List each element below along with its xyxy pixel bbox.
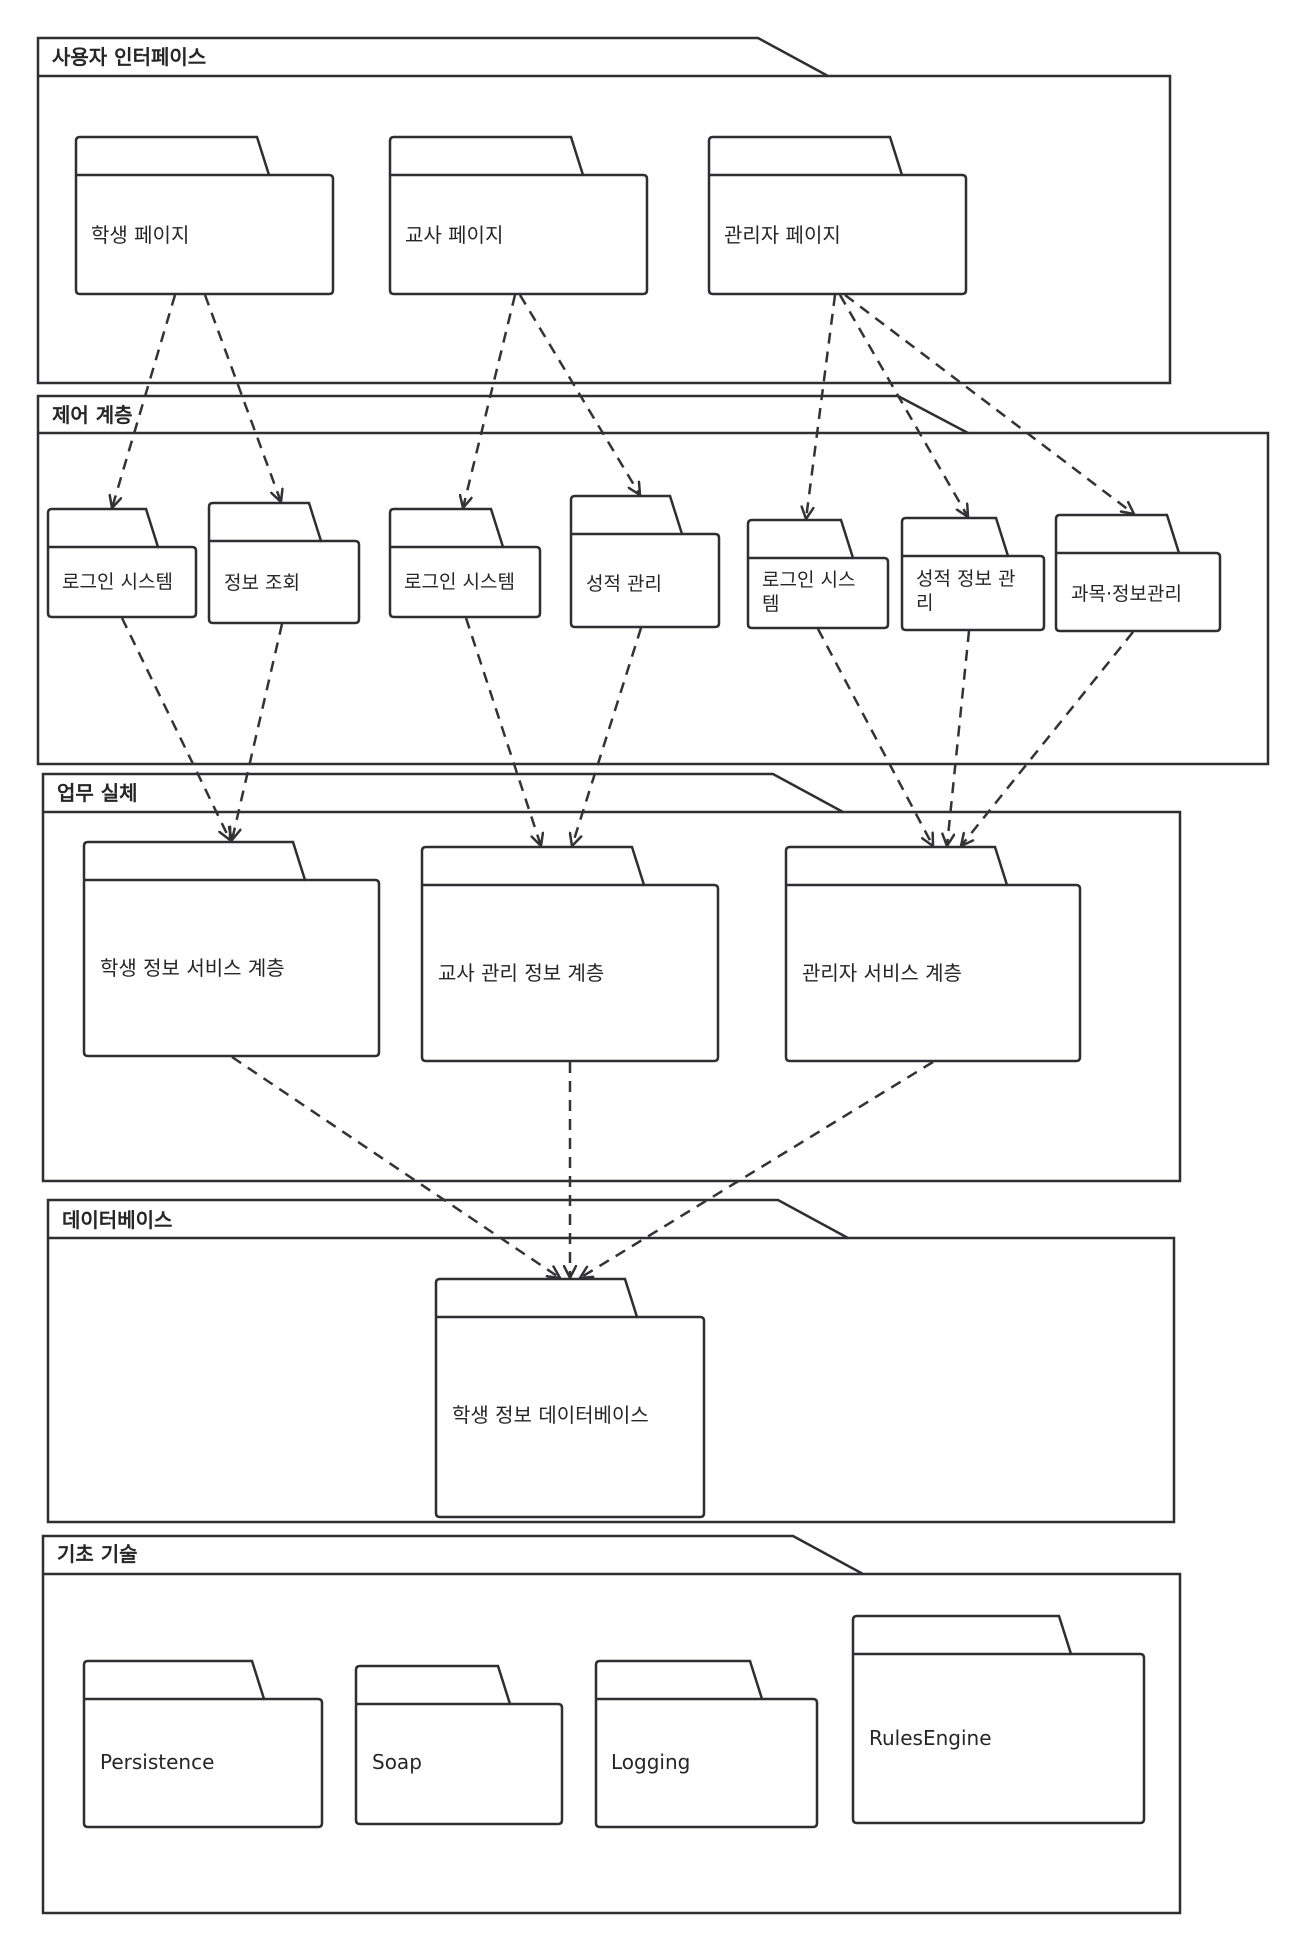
layer-title: 데이터베이스: [62, 1208, 172, 1232]
package-teacher-service: 교사 관리 정보 계층: [420, 845, 720, 1063]
package-label: 과목·정보관리: [1071, 583, 1182, 605]
package-label: 로그인 시스템: [404, 571, 515, 593]
package-label: 로그인 시스템: [62, 571, 173, 593]
package-outline: [46, 507, 198, 619]
layer-title: 기초 기술: [57, 1542, 138, 1566]
package-outline: [354, 1664, 564, 1826]
package-outline: [569, 494, 721, 629]
package-logging: Logging: [594, 1659, 819, 1829]
package-outline: [594, 1659, 819, 1829]
package-label: 학생 정보 서비스 계층: [100, 956, 285, 980]
package-label: 리: [916, 592, 933, 614]
dependency-course-info-mgmt-to-admin-service: [961, 631, 1134, 846]
package-label: 로그인 시스: [762, 569, 855, 591]
dependency-admin-page-to-course-info-mgmt: [844, 294, 1134, 514]
package-label: Persistence: [100, 1750, 214, 1774]
package-outline: [851, 1614, 1146, 1825]
package-label: 학생 정보 데이터베이스: [452, 1403, 649, 1427]
package-label: Logging: [611, 1750, 690, 1774]
package-outline: [207, 501, 361, 625]
package-persistence: Persistence: [82, 1659, 324, 1829]
package-label: 템: [762, 593, 779, 615]
package-grade-info-mgmt: 성적 정보 관리: [900, 516, 1046, 632]
layer-title: 사용자 인터페이스: [52, 45, 206, 69]
package-outline: [82, 1659, 324, 1829]
dependency-login-admin-to-admin-service: [816, 628, 933, 846]
package-student-db: 학생 정보 데이터베이스: [434, 1277, 706, 1519]
package-label: 관리자 페이지: [724, 223, 841, 247]
package-label: 성적 관리: [586, 573, 662, 595]
dependency-teacher-page-to-grade-mgmt: [518, 294, 640, 495]
package-label: 관리자 서비스 계층: [802, 961, 962, 985]
package-label: 학생 페이지: [91, 223, 189, 247]
package-login-teacher: 로그인 시스템: [388, 507, 542, 619]
dependency-grade-info-mgmt-to-admin-service: [947, 630, 971, 846]
package-outline: [434, 1277, 706, 1519]
package-label: 교사 관리 정보 계층: [438, 961, 604, 985]
package-outline: [1054, 513, 1222, 633]
dependency-admin-service-to-student-db: [580, 1060, 934, 1278]
package-teacher-page: 교사 페이지: [388, 135, 649, 296]
package-admin-page: 관리자 페이지: [707, 135, 968, 296]
package-outline: [746, 518, 890, 630]
layer-title: 제어 계층: [52, 403, 133, 427]
dependency-admin-page-to-grade-info-mgmt: [838, 294, 968, 517]
package-outline: [784, 845, 1082, 1063]
package-outline: [82, 840, 381, 1058]
dependency-login-teacher-to-teacher-service: [464, 617, 541, 846]
package-label: RulesEngine: [869, 1726, 992, 1750]
dependency-grade-mgmt-to-teacher-service: [572, 627, 643, 846]
package-login-student: 로그인 시스템: [46, 507, 198, 619]
package-label: 성적 정보 관: [916, 568, 1015, 590]
package-label: Soap: [372, 1750, 422, 1774]
package-login-admin: 로그인 시스템: [746, 518, 890, 630]
package-rules-engine: RulesEngine: [851, 1614, 1146, 1825]
package-student-page: 학생 페이지: [74, 135, 335, 296]
package-label: 정보 조회: [224, 572, 300, 594]
package-student-service: 학생 정보 서비스 계층: [82, 840, 381, 1058]
package-outline: [420, 845, 720, 1063]
package-course-info-mgmt: 과목·정보관리: [1054, 513, 1222, 633]
package-grade-mgmt: 성적 관리: [569, 494, 721, 629]
layer-title: 업무 실체: [57, 781, 138, 805]
dependency-login-student-to-student-service: [120, 617, 230, 840]
package-label: 교사 페이지: [405, 223, 503, 247]
package-admin-service: 관리자 서비스 계층: [784, 845, 1082, 1063]
package-outline: [900, 516, 1046, 632]
package-outline: [388, 507, 542, 619]
package-info-query: 정보 조회: [207, 501, 361, 625]
dependency-student-service-to-student-db: [231, 1055, 560, 1278]
package-soap: Soap: [354, 1664, 564, 1826]
dependency-arrows: [112, 294, 1134, 1278]
